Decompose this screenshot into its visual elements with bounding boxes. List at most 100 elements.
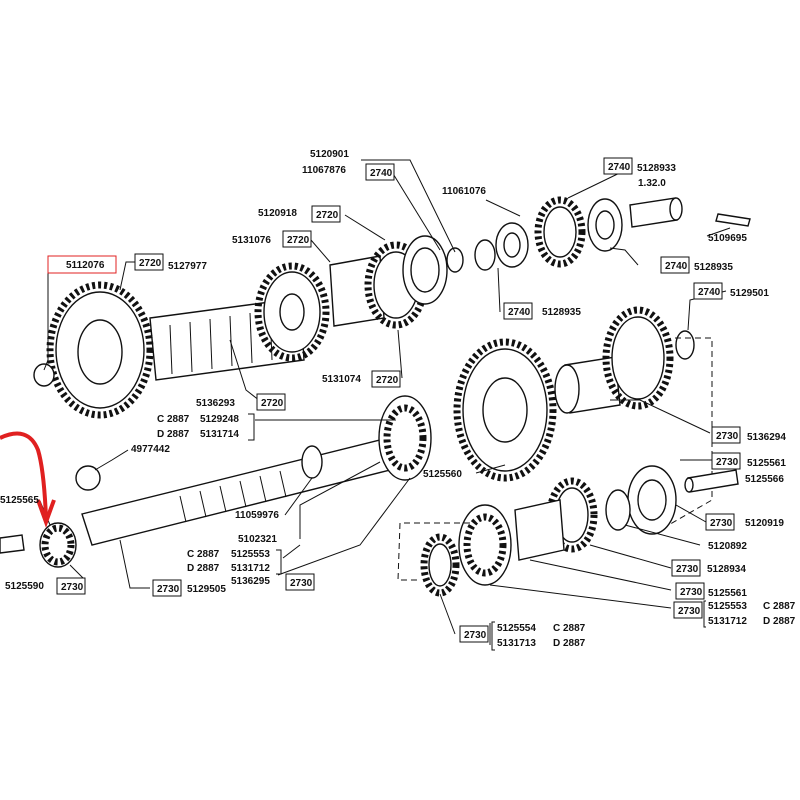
ring-5129501	[675, 330, 695, 360]
part-5125566: 5125566	[745, 474, 784, 485]
gear-5129501	[602, 306, 674, 410]
right-gear-group	[397, 306, 739, 597]
ref-2730: 2730	[678, 606, 701, 617]
ref-box	[693, 282, 723, 300]
gear-5131076	[254, 262, 330, 362]
part-5125590: 5125590	[5, 581, 44, 592]
part-5136295: 5136295	[231, 576, 270, 587]
part-5136293: 5136293	[196, 398, 235, 409]
part-11067876: 11067876	[302, 165, 346, 176]
ref-box	[671, 559, 701, 577]
variant-d2887: D 2887	[187, 563, 220, 574]
part-5125554: 5125554	[497, 623, 536, 634]
variant-c2887: C 2887	[553, 623, 586, 634]
ref-2730: 2730	[290, 578, 313, 589]
ref-2740: 2740	[665, 261, 688, 272]
gear-5128934	[546, 477, 598, 553]
main-shaft-assembly	[0, 338, 557, 568]
ref-box	[56, 577, 86, 595]
ref-box	[711, 426, 741, 444]
ref-2730: 2730	[710, 518, 733, 529]
bracket	[491, 621, 495, 651]
part-5120892: 5120892	[708, 541, 747, 552]
ring-11059976	[301, 445, 323, 479]
ref-box	[282, 230, 312, 248]
highlight-arrowhead	[36, 499, 56, 528]
variant-d2887: D 2887	[157, 429, 190, 440]
highlight-arrow	[0, 431, 48, 519]
ref-2730: 2730	[157, 584, 180, 595]
ref-box	[705, 513, 735, 531]
gear-5125560	[453, 338, 557, 482]
ref-2720: 2720	[139, 258, 162, 269]
ref-box	[285, 573, 315, 591]
gear-5112076	[46, 281, 154, 419]
part-5109695: 5109695	[708, 233, 747, 244]
part-5112076: 5112076	[66, 260, 105, 271]
part-5131714: 5131714	[200, 429, 239, 440]
part-5128933: 5128933	[637, 163, 676, 174]
part-11061076: 11061076	[442, 186, 486, 197]
ref-box	[371, 370, 401, 388]
variant-d2887: D 2887	[763, 616, 796, 627]
ref-box	[673, 601, 703, 619]
ring-small	[33, 363, 55, 387]
ref-2720: 2720	[316, 210, 339, 221]
ref-2740: 2740	[370, 168, 393, 179]
sleeve-5125561	[514, 499, 565, 561]
highlight-box	[47, 255, 117, 274]
part-5125553: 5125553	[231, 549, 270, 560]
bracket	[703, 600, 706, 628]
ref-box	[152, 579, 182, 597]
ref-box	[256, 393, 286, 411]
ref-2730: 2730	[716, 431, 739, 442]
variant-c2887: C 2887	[157, 414, 190, 425]
ref-2730: 2730	[464, 630, 487, 641]
part-5128935: 5128935	[542, 307, 581, 318]
ref-box	[503, 302, 533, 320]
shaft-5129505	[81, 439, 391, 546]
ref-box	[660, 256, 690, 274]
ref-2740: 2740	[608, 162, 631, 173]
leader-lines	[39, 159, 731, 645]
part-1320: 1.32.0	[638, 178, 666, 189]
variant-c2887: C 2887	[763, 601, 796, 612]
gear-5128933	[534, 196, 586, 268]
part-5125560: 5125560	[423, 469, 462, 480]
part-5125561: 5125561	[708, 588, 747, 599]
ref-box	[459, 625, 489, 643]
part-5125565: 5125565	[0, 495, 39, 506]
ref-box	[365, 163, 395, 181]
primary-shaft-assembly	[33, 235, 448, 419]
part-5129248: 5129248	[200, 414, 239, 425]
ref-2720: 2720	[261, 398, 284, 409]
pin-left	[0, 534, 25, 554]
part-4977442: 4977442	[131, 444, 170, 455]
part-5136294: 5136294	[747, 432, 786, 443]
part-5125561: 5125561	[747, 458, 786, 469]
ref-box	[134, 253, 164, 271]
part-5129501: 5129501	[730, 288, 769, 299]
variant-d2887: D 2887	[553, 638, 586, 649]
washer	[474, 239, 496, 271]
ref-2740: 2740	[508, 307, 531, 318]
part-5131713: 5131713	[497, 638, 536, 649]
part-5128934: 5128934	[707, 564, 746, 575]
pin-5109695	[715, 213, 751, 227]
variant-c2887: C 2887	[187, 549, 220, 560]
ref-box	[675, 582, 705, 600]
part-5120918: 5120918	[258, 208, 297, 219]
washer-5120892	[605, 489, 631, 531]
part-5131712: 5131712	[708, 616, 747, 627]
ref-box	[311, 205, 341, 223]
part-5129505: 5129505	[187, 584, 226, 595]
top-right-parts	[446, 196, 751, 273]
ref-2720: 2720	[376, 375, 399, 386]
ring-4977442	[75, 465, 101, 491]
part-5120901: 5120901	[310, 149, 349, 160]
bracket	[248, 413, 255, 441]
ref-2730: 2730	[676, 564, 699, 575]
part-5131712: 5131712	[231, 563, 270, 574]
part-5125553: 5125553	[708, 601, 747, 612]
